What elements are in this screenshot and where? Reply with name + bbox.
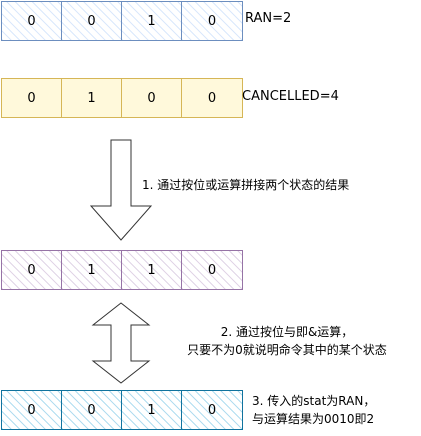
bit-cell: 0 bbox=[2, 251, 62, 289]
bit-cell: 0 bbox=[2, 391, 62, 429]
ran-state-row: 0 0 1 0 bbox=[1, 1, 243, 41]
double-arrow-icon bbox=[91, 302, 151, 384]
step3-note: 3. 传入的stat为RAN， 与运算结果为0010即2 bbox=[252, 392, 375, 428]
bit-cell: 0 bbox=[182, 2, 242, 40]
step1-note: 1. 通过按位或运算拼接两个状态的结果 bbox=[142, 178, 350, 192]
down-arrow-icon bbox=[89, 139, 153, 241]
step2-line2: 只要不为0就说明命令其中的某个状态 bbox=[187, 343, 387, 357]
combined-state-row: 0 1 1 0 bbox=[1, 250, 243, 290]
step2-note: 2. 通过按位与即&运算， 只要不为0就说明命令其中的某个状态 bbox=[162, 323, 412, 359]
bit-cell: 1 bbox=[122, 391, 182, 429]
bit-cell: 0 bbox=[62, 391, 122, 429]
ran-label: RAN=2 bbox=[245, 11, 292, 26]
bit-cell: 1 bbox=[62, 79, 122, 117]
bit-cell: 0 bbox=[182, 251, 242, 289]
bit-cell: 1 bbox=[122, 251, 182, 289]
step3-line1: 3. 传入的stat为RAN， bbox=[252, 394, 376, 408]
bit-cell: 0 bbox=[182, 391, 242, 429]
bit-cell: 1 bbox=[62, 251, 122, 289]
step2-line1: 2. 通过按位与即&运算， bbox=[220, 325, 354, 339]
result-state-row: 0 0 1 0 bbox=[1, 390, 243, 430]
bit-cell: 0 bbox=[2, 2, 62, 40]
bit-cell: 0 bbox=[182, 79, 242, 117]
bit-cell: 0 bbox=[2, 79, 62, 117]
cancelled-label: CANCELLED=4 bbox=[242, 89, 339, 104]
bit-cell: 0 bbox=[122, 79, 182, 117]
bit-cell: 0 bbox=[62, 2, 122, 40]
bit-cell: 1 bbox=[122, 2, 182, 40]
step3-line2: 与运算结果为0010即2 bbox=[252, 412, 375, 426]
cancelled-state-row: 0 1 0 0 bbox=[1, 78, 243, 118]
